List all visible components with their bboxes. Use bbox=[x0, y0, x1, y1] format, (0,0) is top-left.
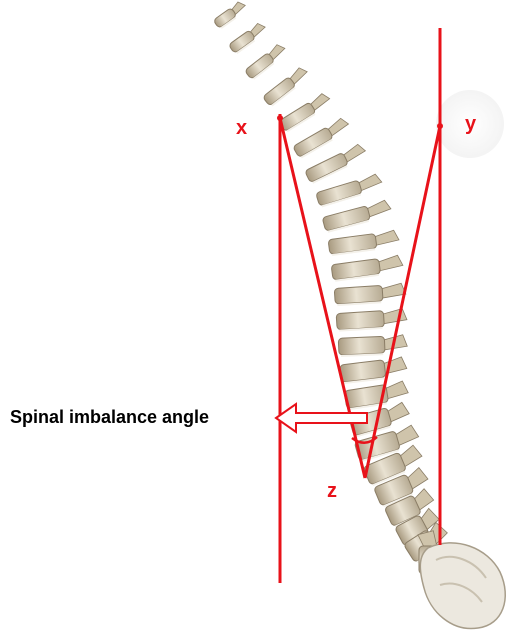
vertebra bbox=[213, 0, 248, 29]
point-y-marker bbox=[437, 123, 443, 129]
vertebra bbox=[340, 356, 408, 383]
vertebra bbox=[328, 230, 400, 256]
point-x-label: x bbox=[236, 118, 247, 138]
point-x-marker bbox=[277, 115, 283, 121]
vertebra bbox=[334, 283, 406, 305]
vertebra bbox=[244, 42, 288, 80]
angle-caption: Spinal imbalance angle bbox=[10, 408, 209, 426]
vertebra bbox=[331, 255, 404, 281]
point-z-label: z bbox=[327, 481, 337, 501]
vertebra bbox=[338, 335, 407, 357]
vertebra bbox=[315, 173, 383, 207]
vertebra bbox=[322, 199, 392, 232]
vertebra bbox=[278, 92, 332, 133]
vertebra bbox=[262, 65, 310, 107]
point-y-label: y bbox=[465, 114, 476, 134]
vertebra bbox=[228, 21, 268, 54]
sacrum bbox=[420, 543, 505, 629]
